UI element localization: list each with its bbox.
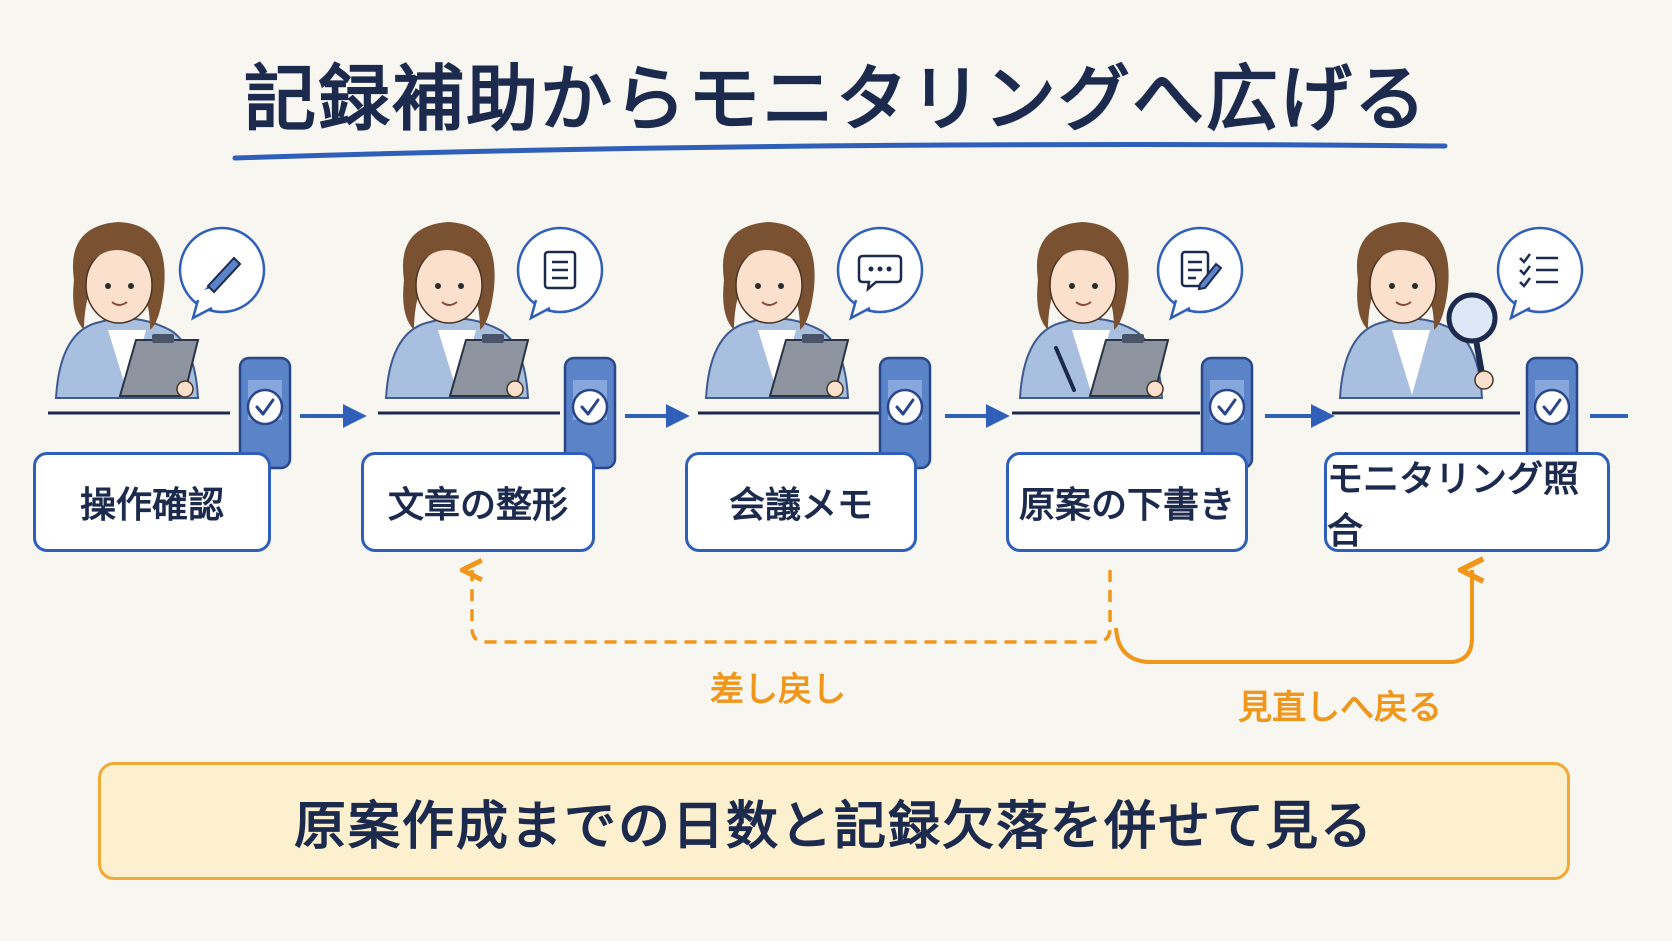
step-label-1: 操作確認 bbox=[33, 452, 271, 552]
step-illustration-2 bbox=[378, 222, 617, 470]
step-label-3: 会議メモ bbox=[685, 452, 917, 552]
step-illustration-5 bbox=[1332, 222, 1584, 470]
document-icon bbox=[543, 250, 577, 290]
title-underline bbox=[232, 142, 1448, 161]
step-illustration-3 bbox=[698, 222, 932, 470]
page-title: 記録補助からモニタリングへ広げる bbox=[243, 57, 1428, 141]
edit-note-icon bbox=[1180, 250, 1223, 291]
send-back-label: 差し戻し bbox=[710, 670, 846, 710]
step-illustration-4 bbox=[1012, 222, 1254, 470]
chat-icon bbox=[857, 254, 903, 293]
step-label-4: 原案の下書き bbox=[1006, 452, 1248, 552]
checklist-icon bbox=[1519, 253, 1558, 288]
return-loop bbox=[1114, 570, 1472, 664]
return-to-review-label: 見直しへ戻る bbox=[1238, 688, 1442, 728]
pencil-icon bbox=[204, 256, 242, 294]
step-label-2: 文章の整形 bbox=[361, 452, 595, 552]
send-back-loop bbox=[472, 570, 1112, 644]
step-illustration-1 bbox=[48, 222, 292, 470]
summary-banner: 原案作成までの日数と記録欠落を併せて見る bbox=[98, 762, 1570, 880]
step-label-5: モニタリング照合 bbox=[1324, 452, 1610, 552]
